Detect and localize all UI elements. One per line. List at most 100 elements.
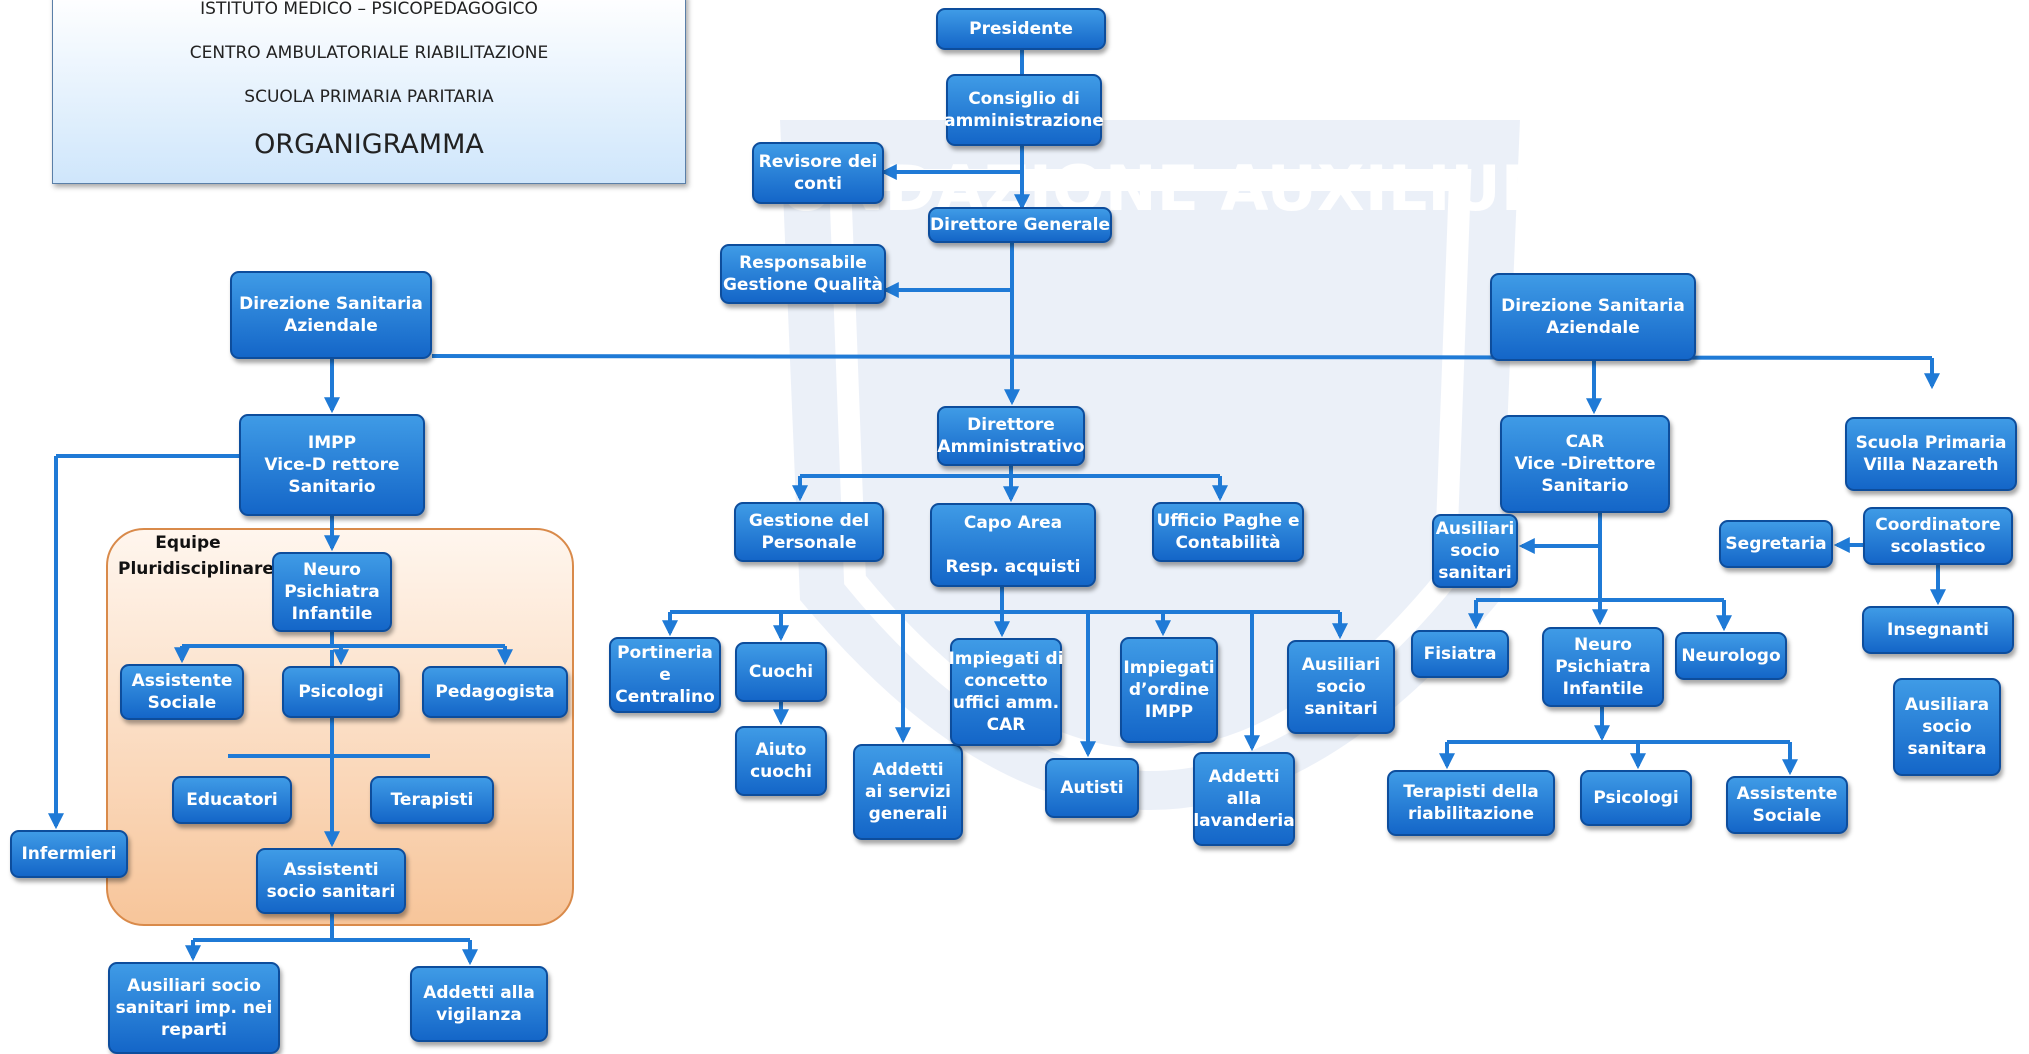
node-label-line: socio	[1922, 716, 1972, 737]
node-label-line: Capo Area	[963, 512, 1063, 533]
node-label-line: Resp. acquisti	[945, 557, 1081, 578]
node-educatori: Educatori	[172, 776, 292, 824]
node-label-line: Ausiliara	[1904, 694, 1990, 715]
node-label-line: Psicologi	[298, 681, 384, 702]
node-label-line: Presidente	[969, 18, 1073, 39]
node-label-line: generali	[868, 804, 948, 825]
header-panel: ISTITUTO MEDICO – PSICOPEDAGOGICO CENTRO…	[52, 0, 686, 184]
node-label-line: Impiegati	[1123, 657, 1215, 678]
node-label-line: Ausiliari	[1301, 654, 1381, 675]
node-label-line: Assistenti	[283, 859, 379, 880]
node-label-line: Direttore	[967, 414, 1055, 435]
node-label-line: Sanitario	[288, 477, 376, 498]
node-infermieri: Infermieri	[10, 830, 128, 878]
node-label-line: Consiglio di	[968, 88, 1080, 109]
node-label-line: IMPP	[307, 432, 357, 453]
node-label-line: alla	[1226, 788, 1262, 809]
node-label-line: lavanderia	[1193, 811, 1295, 832]
node-segretaria: Segretaria	[1719, 520, 1833, 568]
node-label-line: riabilitazione	[1408, 804, 1534, 824]
node-label-line: sanitari	[1304, 699, 1378, 720]
node-label-line: conti	[794, 174, 842, 194]
node-label-line: Contabilità	[1175, 533, 1281, 553]
node-label-line: socio sanitari	[266, 882, 396, 902]
node-label-line: Assistente	[131, 670, 233, 691]
node-label-line: Coordinatore	[1875, 514, 2001, 535]
node-pedagogista: Pedagogista	[422, 666, 568, 718]
node-label-line: Infantile	[1562, 679, 1644, 700]
node-label-line: IMPP	[1144, 702, 1194, 723]
node-label-line: sanitari imp. nei	[115, 997, 273, 1018]
node-label-line: Ausiliari socio	[127, 975, 261, 996]
node-label-line: Psicologi	[1593, 787, 1679, 808]
node-label-line: e	[659, 664, 671, 685]
node-label-line: Personale	[761, 533, 857, 553]
node-label-line: Revisore dei	[758, 151, 878, 172]
node-label-line: Villa Nazareth	[1863, 455, 1999, 475]
node-label-line: Vice-D rettore	[264, 454, 400, 475]
node-label-line: reparti	[161, 1020, 227, 1041]
node-label-line: Assistente	[1736, 783, 1838, 804]
node-label-line: Addetti	[1208, 766, 1280, 787]
node-label-line: Fisiatra	[1423, 643, 1497, 664]
header-line-2: CENTRO AMBULATORIALE RIABILITAZIONE	[189, 43, 549, 63]
node-label-line: cuochi	[750, 762, 812, 782]
node-label-line: Impiegati di	[948, 648, 1064, 669]
node-label-line: Vice -Direttore	[1514, 453, 1656, 474]
node-label-line: Sanitario	[1541, 476, 1629, 497]
node-dg: Direttore Generale	[928, 207, 1112, 243]
equipe-label-line: Pluridisciplinare	[118, 559, 274, 580]
node-label-line: Aziendale	[284, 316, 378, 336]
node-label-line: scolastico	[1890, 537, 1986, 557]
equipe-label: Equipe Pluridisciplinare	[118, 530, 274, 583]
node-label-line: socio	[1316, 676, 1366, 697]
node-label-line: Gestione del	[748, 510, 870, 531]
node-label-line: Terapisti della	[1403, 781, 1539, 802]
node-label-line: CAR	[986, 715, 1026, 736]
node-label-line: Educatori	[186, 789, 278, 810]
node-label-line: d’ordine	[1128, 679, 1210, 700]
node-label-line: Infantile	[291, 604, 373, 625]
node-label-line: Neuro	[303, 559, 361, 580]
node-label-line: Addetti	[872, 759, 944, 780]
node-label-line: concetto	[964, 670, 1048, 691]
node-label-line: Neuro	[1574, 634, 1632, 655]
node-label-line	[1010, 534, 1016, 556]
node-neurologo: Neurologo	[1675, 632, 1787, 680]
node-psicologi-left: Psicologi	[282, 666, 400, 718]
node-label-line: vigilanza	[436, 1005, 522, 1025]
node-label-line: Psichiatra	[1555, 656, 1651, 677]
node-label-line: amministrazione	[944, 111, 1104, 131]
node-label-line: Amministrativo	[937, 437, 1085, 457]
node-cuochi: Cuochi	[735, 642, 827, 702]
node-label-line: Addetti alla	[423, 982, 535, 1003]
node-label-line: CAR	[1565, 431, 1605, 452]
node-label-line: Insegnanti	[1887, 619, 1989, 640]
node-label-line: Sociale	[1752, 806, 1822, 826]
node-label-line: socio	[1450, 540, 1500, 561]
node-label-line: uffici amm.	[952, 693, 1060, 713]
node-label-line: Gestione Qualità	[722, 275, 884, 295]
node-label-line: Responsabile	[739, 252, 867, 273]
